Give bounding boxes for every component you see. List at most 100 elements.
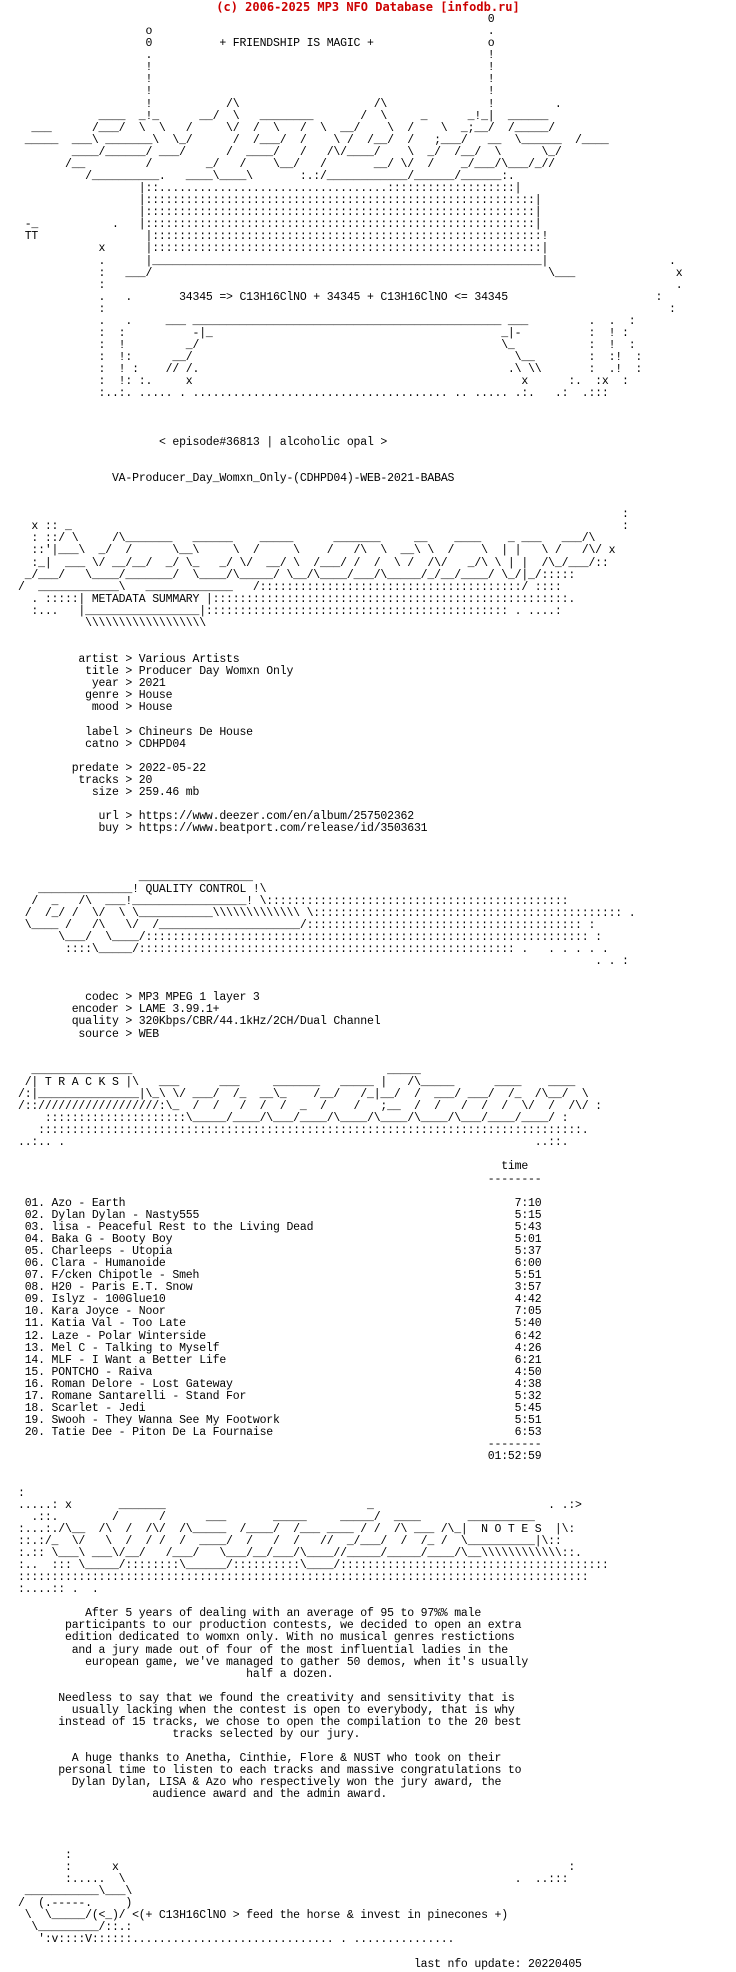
logo-line: : !: :. x x :. :x : — [18, 375, 629, 389]
metadata-logo-line: _/___/ \____/_______/ \____/\_____/ \__/… — [18, 568, 582, 582]
notes-line: personal time to listen to each tracks a… — [18, 1764, 522, 1778]
logo-line: ! ! — [18, 73, 495, 87]
quality-logo-line: / /_/ / \/ \ \___________\\\\\\\\\\\\\ \… — [18, 906, 636, 920]
metadata-row: artist > Various Artists — [18, 653, 240, 667]
notes-logo-line: .::. / / ___ _____ _____/ ____ _________… — [18, 1510, 535, 1524]
footer-line: :..... \ . ..::: — [18, 1873, 569, 1887]
notes-logo-line: .....: x _______ _ . .:> — [18, 1498, 582, 1512]
track-row: 08. H20 - Paris E.T. Snow 3:57 — [18, 1281, 542, 1295]
notes-line: audience award and the admin award. — [18, 1788, 388, 1802]
logo-line: : ! : // /. .\ \\ : .! : — [18, 363, 643, 377]
logo-line: 0 + FRIENDSHIP IS MAGIC + o — [18, 37, 495, 51]
tracks-logo-line: /| T R A C K S |\ ___ ___ _______ _____ … — [18, 1075, 576, 1089]
notes-logo-line: :...:./\__ /\ / /\/ /\_____ /____/ /___ … — [18, 1522, 576, 1536]
quality-logo-line: _________________ — [18, 870, 253, 884]
metadata-logo-line: . :::::| METADATA SUMMARY |:::::::::::::… — [18, 592, 576, 606]
metadata-row: tracks > 20 — [18, 773, 153, 787]
spacer — [18, 1186, 682, 1198]
logo-line: 0 — [18, 13, 495, 26]
quality-row: source > WEB — [18, 1027, 159, 1041]
footer-line — [18, 1947, 682, 1959]
footer-line: last nfo update: 20220405 — [18, 1957, 582, 1971]
metadata-logo-line: ::'|___\ _/ / \__\ \ / \ / /\ \ __\ \ / … — [18, 544, 616, 558]
spacer — [18, 1463, 682, 1475]
spacer — [18, 1814, 682, 1826]
quality-row: encoder > LAME 3.99.1+ — [18, 1003, 220, 1017]
logo-line: . |_____________________________________… — [18, 254, 676, 268]
notes-logo-line: :.:: \___\ ___\/__/ /___/ \___/__/___/\_… — [18, 1546, 582, 1560]
metadata-row: predate > 2022-05-22 — [18, 761, 206, 775]
metadata-row: buy > https://www.beatport.com/release/i… — [18, 822, 428, 836]
footer-line: / (.-----. ) — [18, 1897, 133, 1911]
logo-line: ____ _!_ __/ \ ________ / \ _ _!_| _____… — [18, 109, 549, 123]
logo-line: : . — [18, 278, 683, 292]
logo-line: -_ . |::::::::::::::::::::::::::::::::::… — [18, 218, 542, 232]
notes-line: and a jury made out of four of the most … — [18, 1643, 508, 1657]
spacer — [18, 413, 682, 425]
metadata-row: catno > CDHPD04 — [18, 737, 186, 751]
logo-line: ! ! — [18, 85, 495, 99]
notes-line: tracks selected by our jury. — [18, 1728, 361, 1742]
tracks-time-rule: -------- — [18, 1172, 542, 1186]
logo-line: : : — [18, 302, 676, 316]
track-row: 15. PONTCHO - Raiva 4:50 — [18, 1365, 542, 1379]
notes-line: Dylan Dylan, LISA & Azo who respectively… — [18, 1776, 502, 1790]
logo-line: : ___/ \___ x — [18, 266, 683, 280]
notes-line: edition dedicated to womxn only. With no… — [18, 1631, 515, 1645]
notes-line: half a dozen. — [18, 1667, 334, 1681]
metadata-block: artist > Various Artists title > Produce… — [18, 654, 682, 835]
notes-line: european game, we've managed to gather 5… — [18, 1655, 529, 1669]
footer-line: ':v::::V::::::..........................… — [18, 1933, 455, 1947]
notes-logo-line: ::::::::::::::::::::::::::::::::::::::::… — [18, 1571, 589, 1585]
spacer — [18, 968, 682, 980]
footer-line — [18, 1826, 682, 1838]
logo-top-block: 0 o . 0 + FRIENDSHIP IS MAGIC + o . — [18, 13, 683, 401]
logo-line: TT |::::::::::::::::::::::::::::::::::::… — [18, 230, 549, 244]
track-row: 20. Tatie Dee - Piton De La Fournaise 6:… — [18, 1426, 542, 1440]
metadata-row: url > https://www.deezer.com/en/album/25… — [18, 810, 415, 824]
notes-logo-line: :....:: . . — [18, 1583, 99, 1597]
spacer — [18, 835, 682, 847]
footer-line: : x : — [18, 1860, 576, 1874]
episode-text: < episode#36813 | alcoholic opal > — [158, 435, 388, 449]
site-header: (c) 2006-2025 MP3 NFO Database [infodb.r… — [216, 0, 520, 14]
notes-line: instead of 15 tracks, we chose to open t… — [18, 1716, 522, 1730]
notes-line: A huge thanks to Anetha, Cinthie, Flore … — [18, 1752, 502, 1766]
track-row: 18. Scarlet - Jedi 5:45 — [18, 1401, 542, 1415]
metadata-row: size > 259.46 mb — [18, 786, 200, 799]
notes-block: After 5 years of dealing with an average… — [18, 1596, 682, 1801]
metadata-logo-line: : — [18, 508, 629, 522]
quality-logo-line: . . : — [18, 955, 629, 969]
tracks-logo-line: /:://////////////////:\_ / / / / / _ / /… — [18, 1100, 602, 1114]
track-row: 13. Mel C - Talking to Myself 4:26 — [18, 1341, 542, 1355]
track-row: 06. Clara - Humanoide 6:00 — [18, 1257, 542, 1271]
logo-line: _____ ___\ _______\ \_/ / /___/ / \ / /_… — [18, 133, 609, 147]
spacer — [18, 859, 682, 871]
logo-line: /__ / _/ / \__/ / __/ \/ / _/___/\___/_/… — [18, 157, 569, 171]
metadata-logo-line: :... |_________________|::::::::::::::::… — [18, 604, 562, 618]
track-row: 17. Romane Santarelli - Stand For 5:32 — [18, 1389, 542, 1403]
spacer — [18, 401, 682, 413]
footer-line: ___________\___\ — [18, 1885, 133, 1899]
logo-line: . . 34345 => C13H16ClNO + 34345 + C13H16… — [18, 290, 663, 304]
logo-line: . ! — [18, 49, 495, 63]
logo-line: . . ___ ________________________________… — [18, 314, 636, 328]
logo-line: ___ /___/ \ \ / \/ / \ / \ __/ \ / \ _;_… — [18, 121, 555, 135]
metadata-row — [18, 715, 682, 727]
tracks-time-header: time — [18, 1160, 529, 1174]
spacer — [18, 1802, 682, 1814]
metadata-logo-line: x :: _ : — [18, 520, 629, 534]
tracks-logo-line: /:|_______________|\_\ \/ ___/ /_ __\_ /… — [18, 1087, 589, 1101]
notes-line: participants to our production contests,… — [18, 1619, 522, 1633]
spacer — [18, 847, 682, 859]
notes-logo-line: : — [18, 1486, 25, 1500]
logo-line: ! /\ /\ ! . — [18, 97, 562, 111]
tracks-logo-line: ..:.. . ..::. — [18, 1136, 569, 1150]
logo-line: |:::::::::::::::::::::::::::::::::::::::… — [18, 206, 542, 220]
quality-logo-line: ::::\_____/:::::::::::::::::::::::::::::… — [18, 943, 609, 957]
track-row: 14. MLF - I Want a Better Life 6:21 — [18, 1353, 542, 1367]
release-line: VA-Producer_Day_Womxn_Only-(CDHPD04)-WEB… — [18, 472, 682, 485]
track-row: 07. F/cken Chipotle - Smeh 5:51 — [18, 1269, 542, 1283]
tracks-total-time: 01:52:59 — [18, 1450, 542, 1464]
track-row: 10. Kara Joyce - Noor 7:05 — [18, 1305, 542, 1319]
